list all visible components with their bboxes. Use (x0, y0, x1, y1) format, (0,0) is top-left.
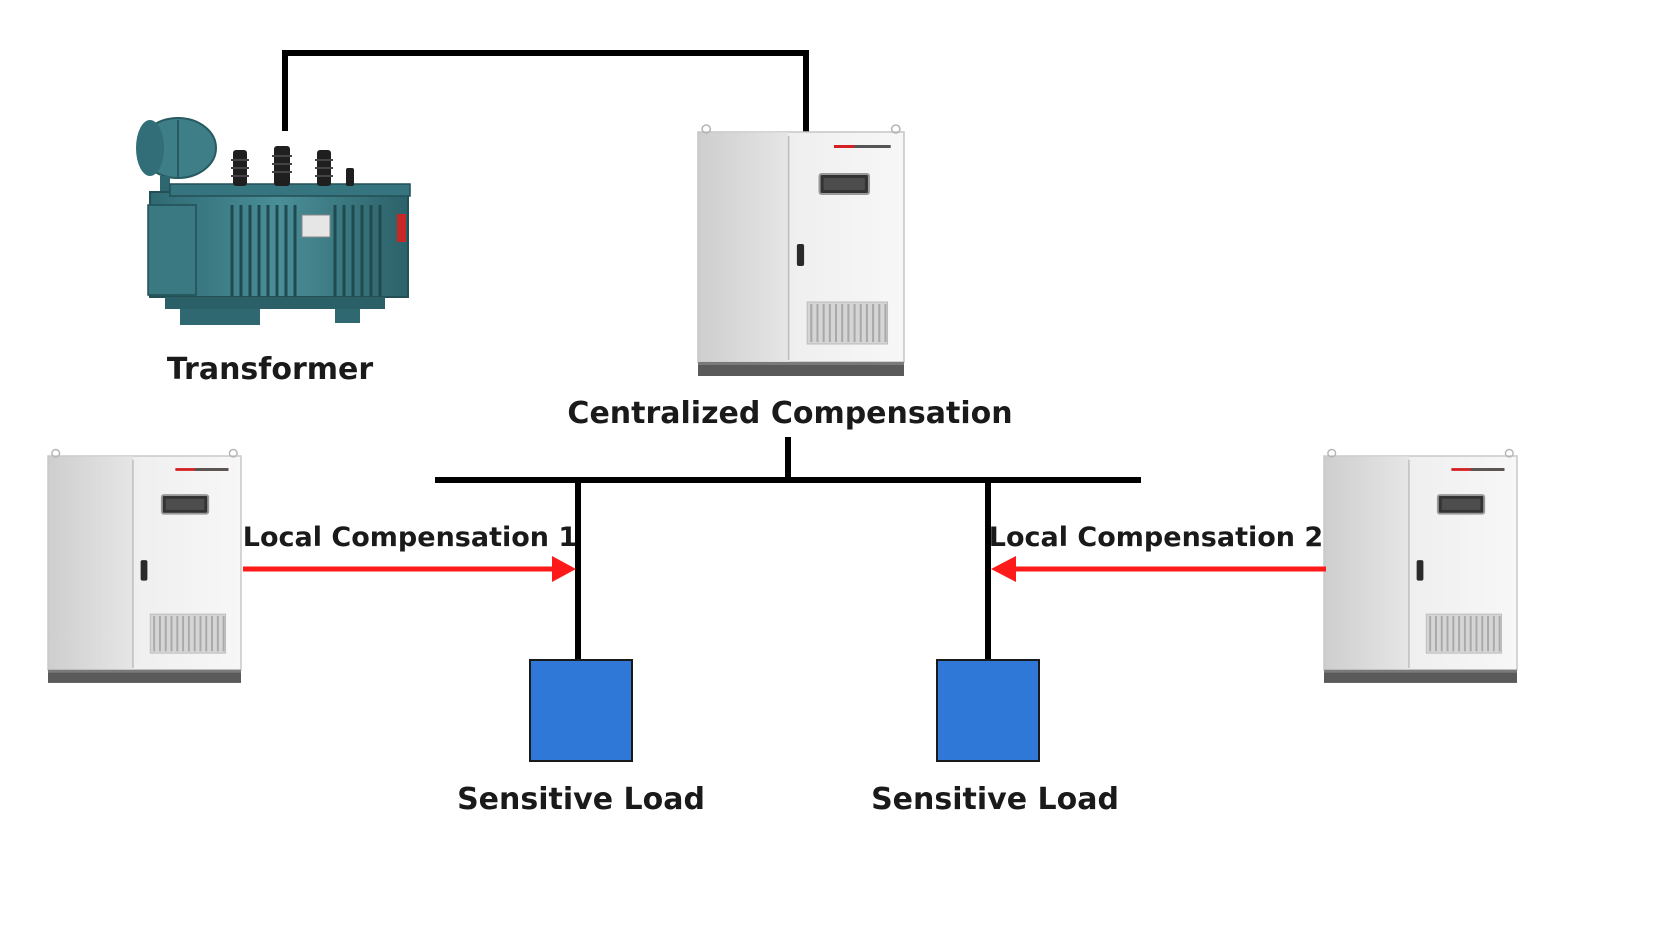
local-compensation-2-label: Local Compensation 2 (989, 522, 1323, 553)
centralized-compensation-cabinet-image (696, 123, 906, 378)
wiring (282, 50, 1141, 663)
transformer-label: Transformer (167, 352, 373, 387)
local-compensation-2-arrow (991, 556, 1326, 582)
centralized-compensation-label: Centralized Compensation (567, 396, 1012, 431)
sensitive-load-2-box (936, 659, 1040, 762)
local-compensation-1-label: Local Compensation 1 (243, 522, 577, 553)
local-compensation-1-cabinet-image (47, 448, 242, 684)
local-compensation-1-arrow (243, 556, 576, 582)
transformer-image (136, 117, 411, 325)
sensitive-load-1-box (529, 659, 633, 762)
sensitive-load-1-label: Sensitive Load (457, 782, 705, 817)
transformer-to-central-line (282, 50, 809, 133)
local-compensation-2-cabinet-image (1323, 448, 1518, 684)
sensitive-load-2-label: Sensitive Load (871, 782, 1119, 817)
